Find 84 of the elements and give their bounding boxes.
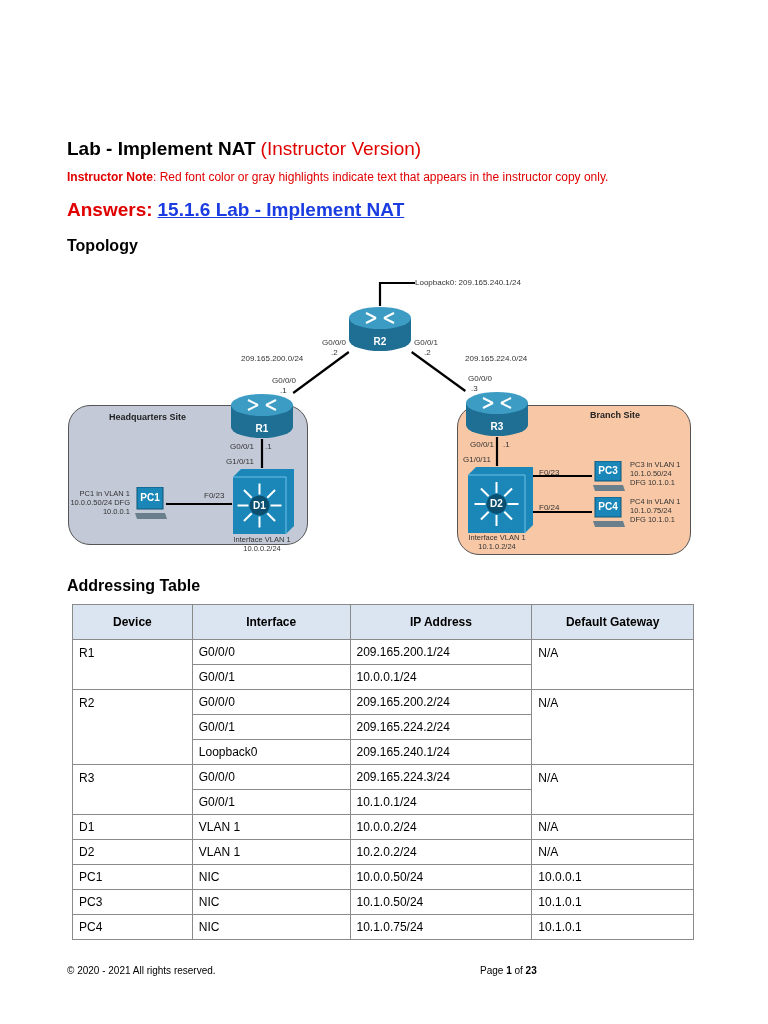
table-cell: N/A	[531, 814, 694, 840]
table-cell: D1	[72, 814, 193, 840]
device-label: PC4	[597, 501, 619, 513]
interface-label: .1	[280, 386, 287, 395]
interface-label: .2	[424, 348, 431, 357]
edge-label: 209.165.224.0/24	[465, 354, 528, 363]
table-cell: NIC	[192, 889, 350, 915]
site-title: Headquarters Site	[109, 412, 187, 422]
table-cell: 10.1.0.75/24	[350, 914, 532, 940]
table-cell: PC4	[72, 914, 193, 940]
table-cell: 10.0.0.2/24	[350, 814, 532, 840]
interface-label: F0/23	[204, 491, 225, 500]
network-link	[292, 351, 350, 394]
instructor-note: Instructor Note: Red font color or gray highlights indicate text that appears in the instructor copy only.	[67, 170, 609, 184]
table-cell: G0/0/0	[192, 639, 350, 665]
interface-label: G0/0/1	[230, 442, 254, 451]
table-cell: 10.1.0.50/24	[350, 889, 532, 915]
table-cell: VLAN 1	[192, 814, 350, 840]
interface-label: .1	[265, 442, 272, 451]
network-link	[165, 502, 233, 506]
section-heading: Addressing Table	[67, 577, 201, 595]
header-cell: Default Gateway	[531, 604, 694, 640]
table-cell: G0/0/1	[192, 714, 350, 740]
site-title: Branch Site	[590, 410, 640, 420]
table-cell: G0/0/1	[192, 664, 350, 690]
table-cell: NIC	[192, 914, 350, 940]
table-cell: N/A	[531, 639, 694, 690]
table-cell: 10.1.0.1	[531, 914, 694, 940]
table-cell: D2	[72, 839, 193, 865]
site-area	[68, 405, 308, 545]
copyright-text: © 2020 - 2021 All rights reserved.	[67, 965, 216, 976]
device-label: D2	[489, 498, 504, 510]
network-link	[378, 281, 415, 306]
table-cell: VLAN 1	[192, 839, 350, 865]
network-link	[495, 436, 499, 467]
network-link	[531, 474, 593, 478]
interface-label: .3	[471, 384, 478, 393]
document-title: Lab - Implement NAT	[67, 138, 256, 159]
interface-label: F0/24	[539, 503, 560, 512]
table-cell: 209.165.200.2/24	[350, 689, 532, 715]
table-cell: N/A	[531, 689, 694, 765]
interface-label: F0/23	[539, 468, 560, 477]
answers-heading: Answers:	[67, 199, 153, 220]
table-cell: NIC	[192, 864, 350, 890]
table-cell: Loopback0	[192, 739, 350, 765]
table-cell: 209.165.224.3/24	[350, 764, 532, 790]
network-link	[260, 438, 264, 469]
interface-label: .1	[503, 440, 510, 449]
page-number: Page 1 of 23	[480, 965, 537, 976]
version-note: (Instructor Version)	[260, 138, 422, 159]
table-cell: 10.0.0.1	[531, 864, 694, 890]
device-label: PC1	[139, 492, 161, 504]
interface-label: G0/0/1	[470, 440, 494, 449]
loopback-label: Loopback0: 209.165.240.1/24	[415, 276, 535, 290]
device-label: R3	[489, 421, 505, 433]
table-cell: G0/0/0	[192, 764, 350, 790]
device-label: PC3	[597, 465, 619, 477]
device-label: R2	[372, 336, 388, 348]
network-link	[411, 351, 466, 392]
network-link	[531, 510, 593, 514]
section-heading: Topology	[67, 237, 138, 255]
header-cell: Interface	[192, 604, 350, 640]
site-area	[457, 405, 691, 555]
table-cell: PC3	[72, 889, 193, 915]
header-cell: IP Address	[350, 604, 532, 640]
edge-label: 209.165.200.0/24	[241, 354, 304, 363]
answers-link: 15.1.6 Lab - Implement NAT	[157, 199, 405, 220]
table-cell: 209.165.200.1/24	[350, 639, 532, 665]
device-label: D1	[252, 499, 267, 512]
interface-label: G0/0/1	[414, 338, 438, 347]
table-cell: G0/0/1	[192, 789, 350, 815]
interface-label: .2	[331, 348, 338, 357]
device-label: R1	[254, 423, 270, 435]
table-cell: R1	[72, 639, 193, 690]
table-cell: N/A	[531, 764, 694, 815]
table-cell: 10.2.0.2/24	[350, 839, 532, 865]
table-cell: R3	[72, 764, 193, 815]
table-cell: PC1	[72, 864, 193, 890]
table-cell: G0/0/0	[192, 689, 350, 715]
table-cell: 10.1.0.1	[531, 889, 694, 915]
table-cell: N/A	[531, 839, 694, 865]
table-cell: R2	[72, 689, 193, 765]
table-cell: 10.0.0.50/24	[350, 864, 532, 890]
header-cell: Device	[72, 604, 193, 640]
